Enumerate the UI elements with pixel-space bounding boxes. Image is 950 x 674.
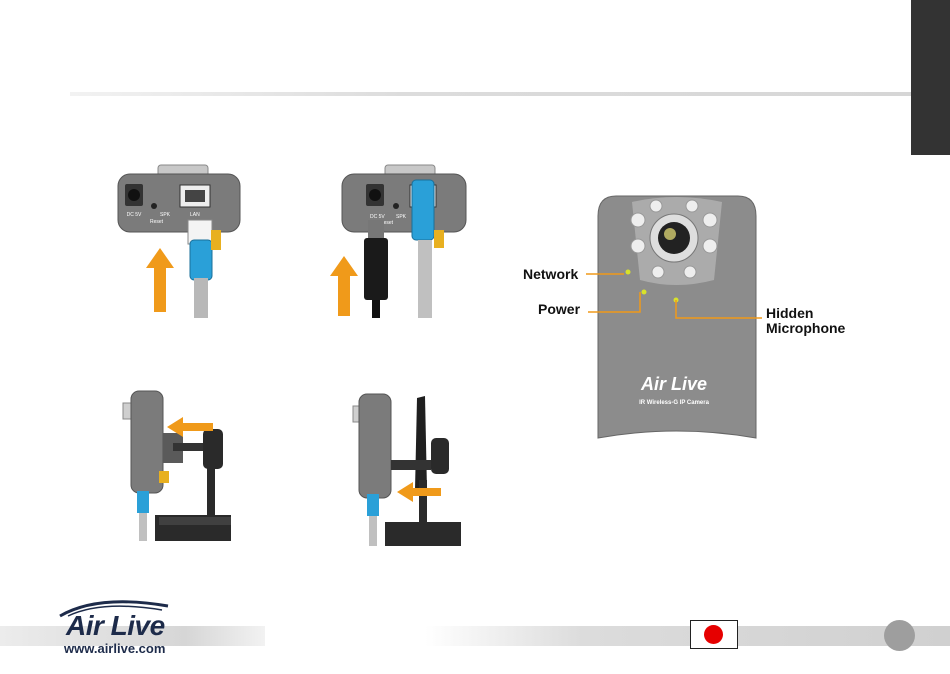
hidden-label-line1: Hidden — [766, 306, 845, 321]
japan-flag-icon — [690, 620, 738, 649]
hidden-label-line2: Microphone — [766, 321, 845, 336]
footer-url[interactable]: www.airlive.com — [64, 641, 165, 656]
hidden-microphone-label: Hidden Microphone — [766, 306, 845, 336]
page-number-badge — [884, 620, 915, 651]
power-label: Power — [538, 301, 580, 317]
footer-band-right — [425, 626, 950, 646]
footer-logo: Air Live — [66, 610, 165, 642]
network-label: Network — [523, 266, 578, 282]
